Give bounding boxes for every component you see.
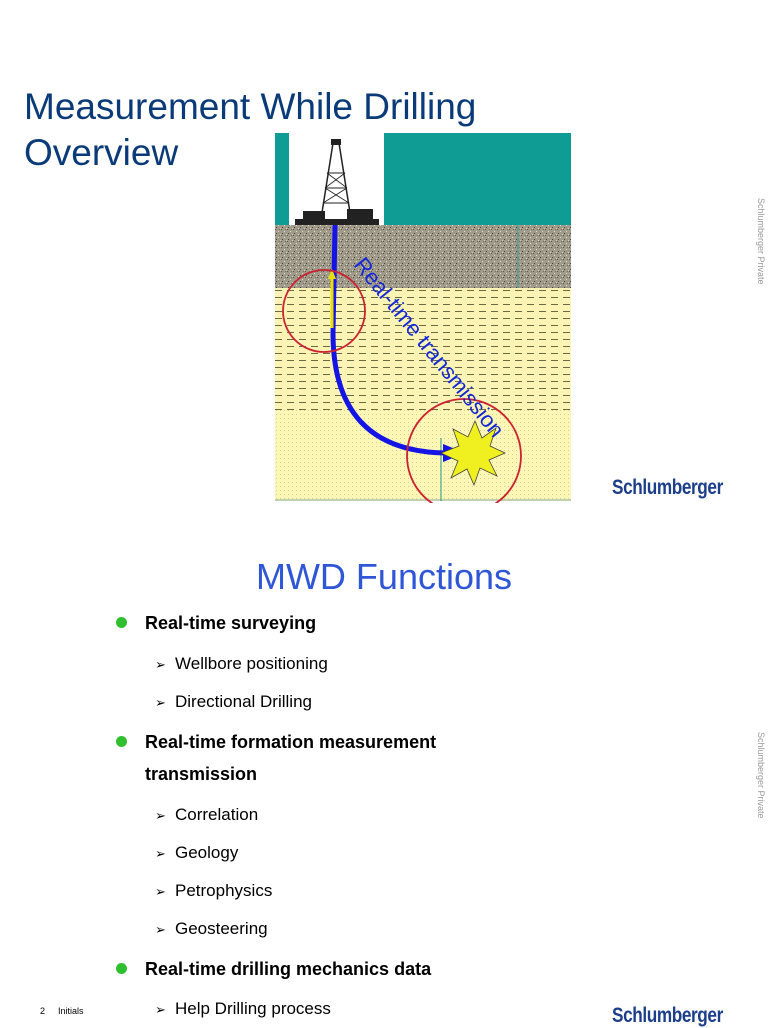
company-logo-top: Schlumberger — [612, 476, 723, 499]
section-title: MWD Functions — [255, 556, 513, 597]
wellbore-path — [330, 224, 446, 456]
confidentiality-label-top: Schlumberger Private — [756, 198, 766, 285]
title-line-1: Measurement While Drilling — [24, 86, 477, 127]
bullet-icon — [116, 736, 127, 747]
mwd-diagram: Real-time transmission — [275, 133, 571, 503]
arrow-bullet-icon: ➢ — [155, 846, 166, 861]
slide-title: Measurement While Drilling Overview — [24, 84, 584, 176]
confidentiality-label-bottom: Schlumberger Private — [756, 732, 766, 819]
title-line-2: Overview — [24, 132, 179, 173]
sub-item: ➢Directional Drilling — [155, 691, 312, 714]
sub-item: ➢Petrophysics — [155, 880, 272, 903]
sub-item: ➢Help Drilling process — [155, 998, 331, 1021]
arrow-bullet-icon: ➢ — [155, 808, 166, 823]
sand-layer — [275, 410, 571, 501]
bullet-icon — [116, 963, 127, 974]
arrow-bullet-icon: ➢ — [155, 695, 166, 710]
drilling-rig-icon — [295, 139, 379, 225]
sub-item: ➢Geology — [155, 842, 238, 865]
arrow-bullet-icon: ➢ — [155, 922, 166, 937]
sub-item: ➢Geosteering — [155, 918, 268, 941]
survey-highlight-circle — [282, 269, 366, 353]
bit-highlight-circle — [406, 398, 522, 503]
bullet-1-label: Real-time surveying — [145, 613, 317, 633]
footer-initials: Initials — [58, 1006, 84, 1016]
arrow-bullet-icon: ➢ — [155, 657, 166, 672]
sub-item: ➢Correlation — [155, 804, 258, 827]
bullet-icon — [116, 617, 127, 628]
arrow-bullet-icon: ➢ — [155, 884, 166, 899]
sub-item: ➢Wellbore positioning — [155, 653, 328, 676]
drill-bit-burst — [439, 419, 506, 487]
bullet-3-label: Real-time drilling mechanics data — [145, 959, 432, 979]
shale-layer — [275, 288, 571, 410]
arrow-bullet-icon: ➢ — [155, 1002, 166, 1017]
page-number: 2 — [40, 1006, 46, 1016]
company-logo-bottom: Schlumberger — [612, 1004, 723, 1027]
gravel-layer — [275, 225, 571, 288]
